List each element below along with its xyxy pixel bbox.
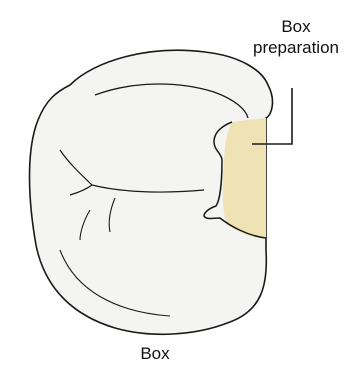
box-preparation-label: Box preparation	[240, 16, 352, 58]
box-preparation-label-line1: Box	[240, 16, 352, 37]
figure-caption-text: Box	[140, 344, 169, 363]
box-preparation-region	[223, 118, 266, 238]
figure-caption: Box	[0, 344, 354, 364]
box-preparation-label-line2: preparation	[240, 37, 352, 58]
